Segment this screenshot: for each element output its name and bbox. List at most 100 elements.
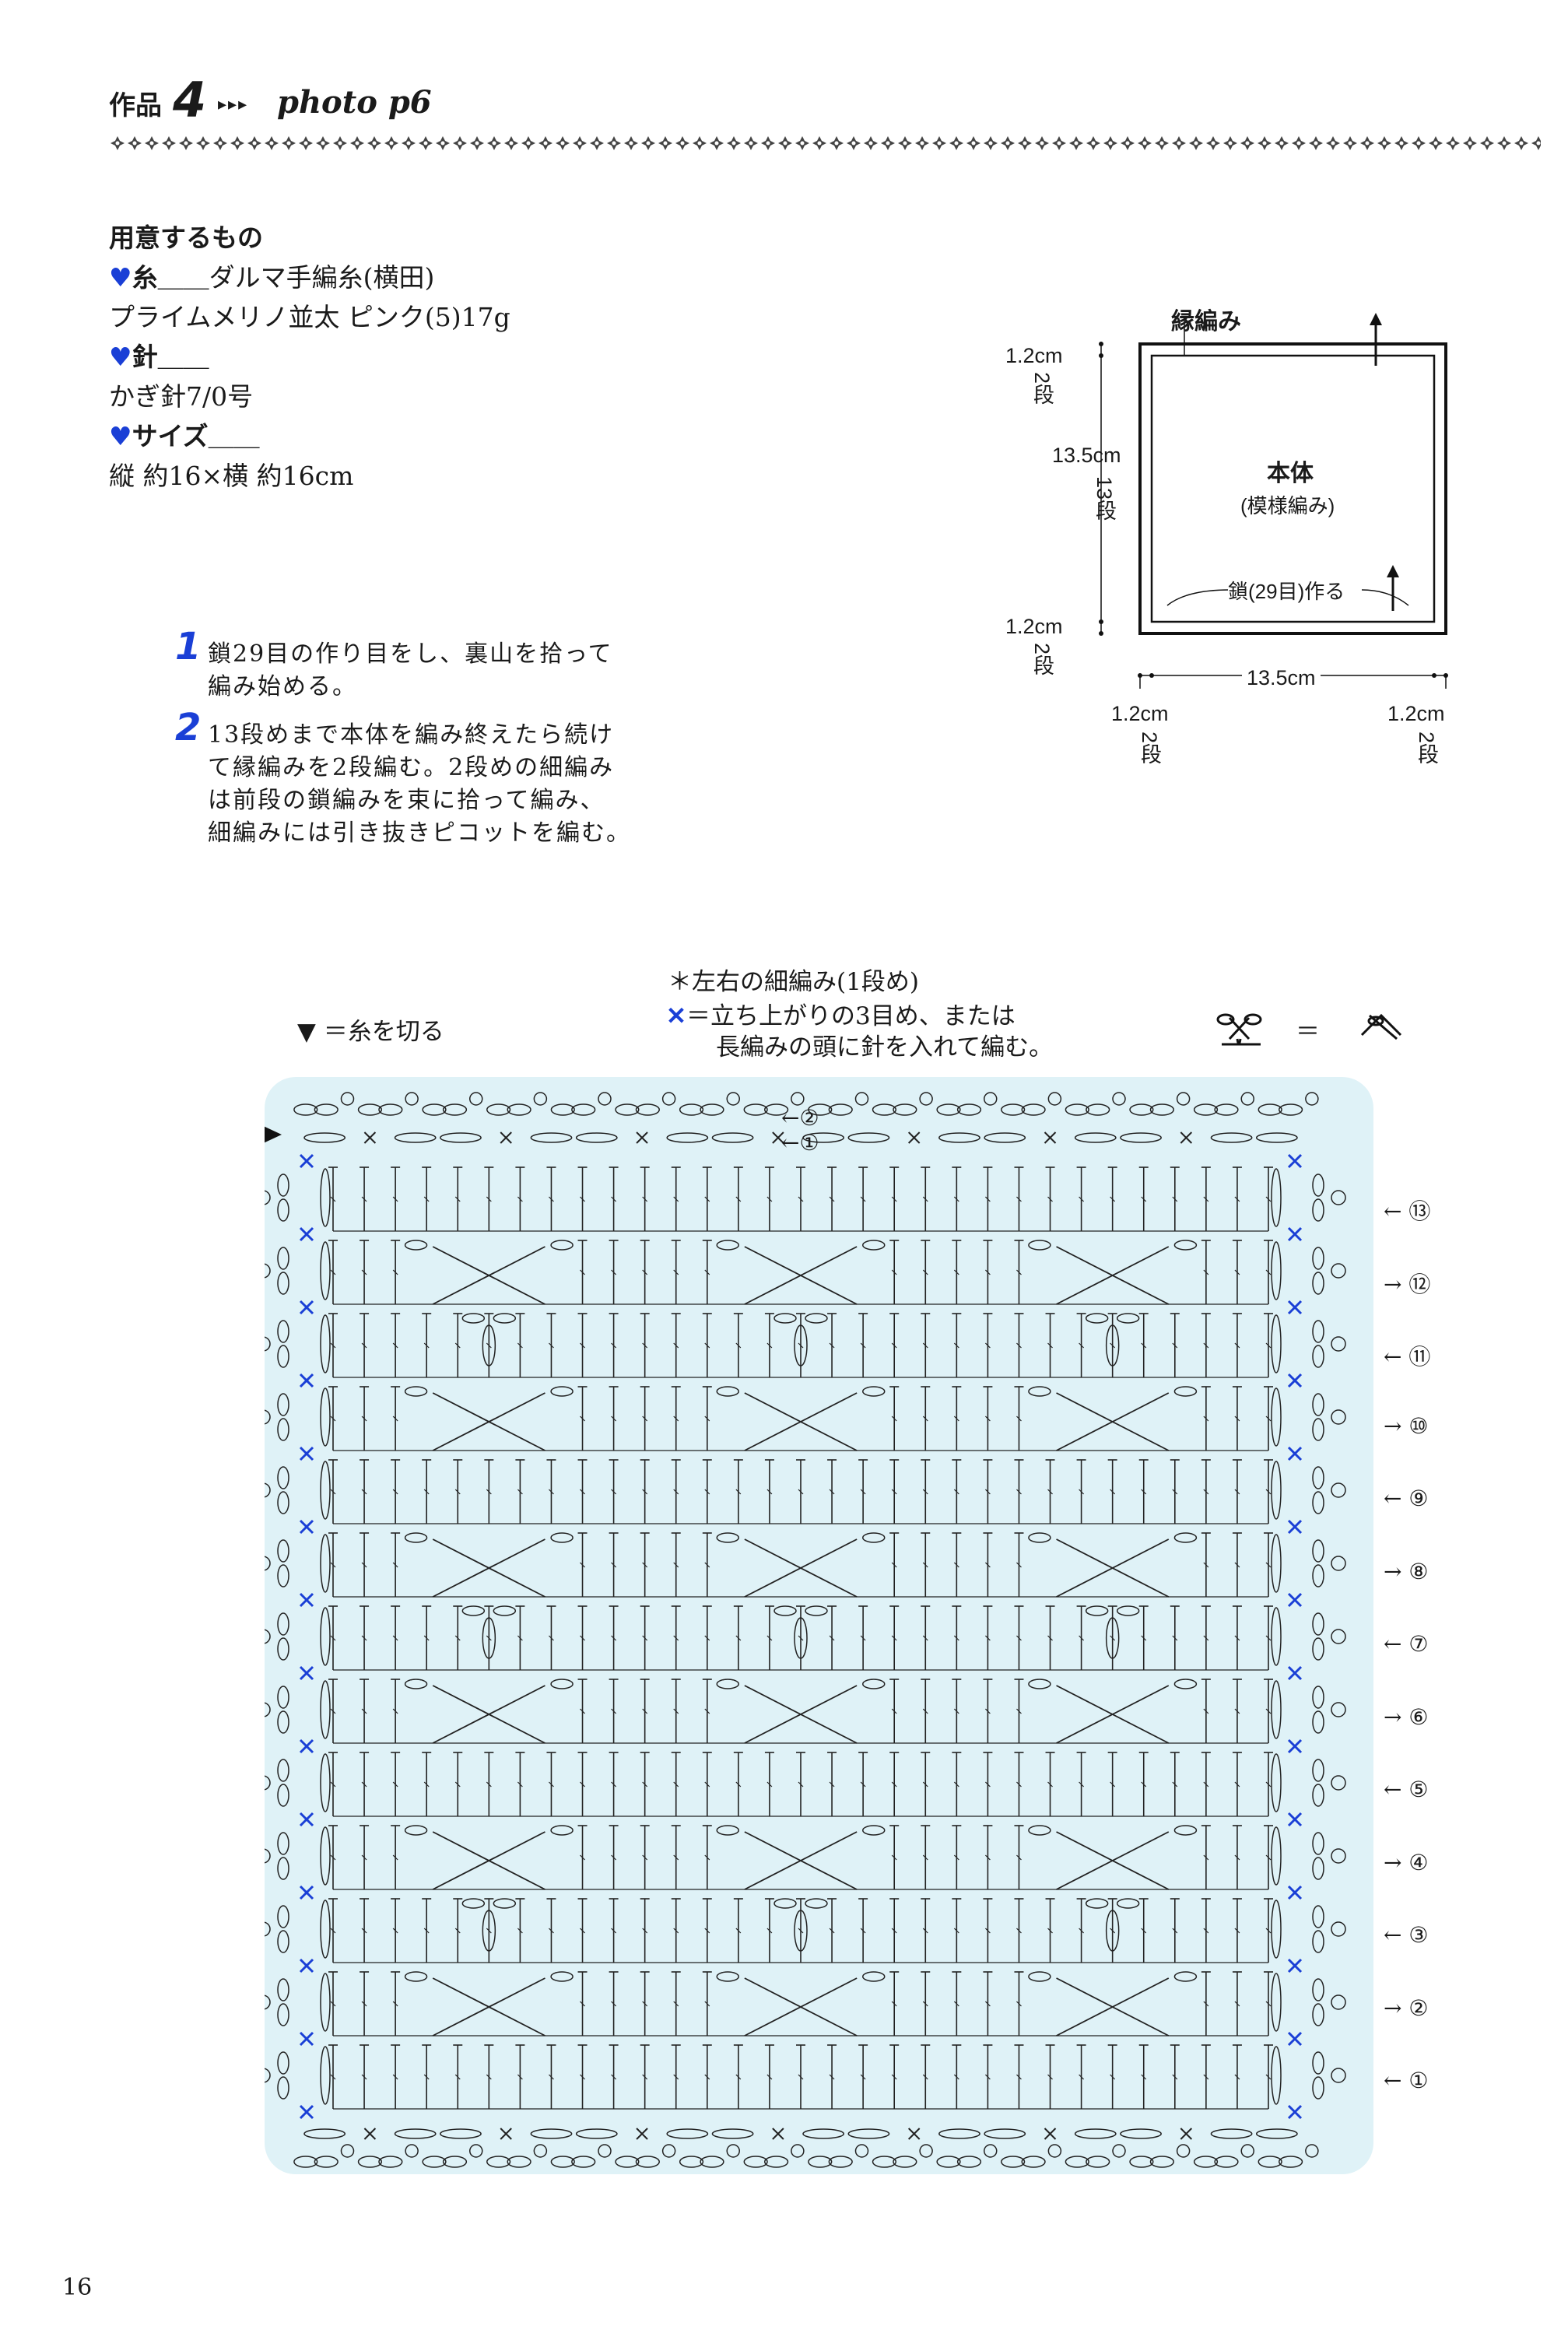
stitch-mark	[922, 1781, 928, 1787]
stitch-mark	[486, 1928, 492, 1934]
row-label: → ⑧	[1384, 1558, 1429, 1584]
edge-row2-bottom-picot	[919, 2144, 933, 2158]
stitch-mark	[1110, 1928, 1116, 1934]
stitch-mark	[454, 1635, 461, 1641]
chain-stitch	[1116, 1313, 1140, 1324]
stitch-mark	[984, 1416, 991, 1422]
chain-stitch	[716, 1240, 739, 1251]
side-outer-chain	[1312, 1174, 1324, 1197]
dim-mid: 13.5cm	[1052, 444, 1121, 467]
stitch-mark	[953, 1416, 959, 1422]
stitch-mark	[891, 1342, 897, 1349]
row-label: ← ⑤	[1384, 1777, 1429, 1802]
side-outer-chain	[277, 1466, 289, 1489]
edge-row2-top-picot	[791, 1092, 805, 1106]
stitch-mark	[953, 1708, 959, 1714]
side-outer-chain	[1312, 1198, 1324, 1222]
chain-stitch	[404, 1825, 428, 1836]
popcorn-stitch	[794, 1617, 808, 1659]
arrow-right-icon: →	[1384, 1994, 1409, 2021]
blue-single-crochet-icon	[1287, 1519, 1303, 1535]
chain-stitch	[404, 1240, 428, 1251]
stitch-mark	[891, 1269, 897, 1275]
edge-row1-top-single-crochet	[1044, 1131, 1057, 1144]
row-label: ← ⑬	[1384, 1198, 1431, 1224]
chain-stitch	[461, 1605, 486, 1616]
chain-stitch	[862, 1825, 886, 1836]
chain-stitch	[493, 1605, 517, 1616]
stitch-mark	[361, 1416, 367, 1422]
stitch-mark	[1265, 1196, 1272, 1202]
edge-row1-bottom-single-crochet	[772, 2128, 784, 2140]
heart-icon: ♥	[109, 421, 132, 451]
chain-stitch	[862, 1386, 886, 1397]
step-text: 細編みには引き抜きピコットを編む。	[208, 819, 631, 847]
edge-row2-top-chain	[700, 1103, 724, 1116]
chain-stitch	[404, 1386, 428, 1397]
stitch-mark	[1047, 1489, 1053, 1495]
stitch-mark	[953, 1854, 959, 1861]
stitch-mark	[330, 2074, 336, 2080]
side-outer-chain	[277, 2076, 289, 2100]
chain-stitch	[1173, 1240, 1198, 1251]
edge-row2-bottom-chain	[700, 2156, 724, 2168]
stitch-mark	[1141, 1635, 1147, 1641]
side-picot	[1331, 1482, 1346, 1498]
side-outer-chain	[1312, 1686, 1324, 1709]
stitch-mark	[423, 1489, 430, 1495]
materials-title: 用意するもの	[109, 223, 263, 253]
stitch-mark	[1016, 2074, 1022, 2080]
page-number: 16	[62, 2274, 93, 2301]
stitch-mark	[330, 1342, 336, 1349]
chain-curve	[1361, 589, 1409, 606]
side-outer-chain	[277, 1930, 289, 1953]
stitch-mark	[549, 1928, 554, 1934]
crossed-stitch	[432, 1831, 545, 1890]
stitch-mark	[798, 1635, 804, 1641]
stitch-mark	[1234, 1781, 1240, 1787]
stitch-mark	[361, 2001, 367, 2007]
chain-stitch	[1085, 1898, 1109, 1909]
arrow-left-icon: ←	[1384, 1922, 1409, 1948]
crossed-stitch	[432, 1246, 545, 1305]
stitch-mark	[891, 1854, 897, 1861]
stitch-mark	[1234, 1635, 1240, 1641]
stitch-mark	[486, 1196, 492, 1202]
stitch-mark	[1079, 1489, 1085, 1495]
stitch-mark	[517, 1342, 523, 1349]
edge-row2-top-chain	[1021, 1103, 1046, 1116]
blue-single-crochet-icon	[1287, 1373, 1303, 1388]
edge-row2-top-chain	[1001, 1103, 1026, 1116]
stitch-mark	[361, 1489, 367, 1495]
stitch-mark	[361, 1196, 367, 1202]
edge-row2-top-picot	[1047, 1092, 1062, 1106]
blue-single-crochet-icon	[1287, 1446, 1303, 1461]
arrow-left-icon: ←	[781, 1105, 800, 1131]
stitch-mark	[1141, 1196, 1147, 1202]
stitch-mark	[361, 1342, 367, 1349]
chain-stitch	[493, 1313, 517, 1324]
edge-row1-bottom-chain	[938, 2128, 980, 2139]
popcorn-stitch	[1105, 1617, 1120, 1659]
stitch-mark	[392, 1196, 398, 1202]
stitch-mark	[984, 1781, 991, 1787]
stitch-mark	[860, 2074, 866, 2080]
header-label: 作品	[109, 90, 162, 121]
stitch-mark	[1079, 1635, 1085, 1641]
stitch-mark	[1172, 1489, 1178, 1495]
crossed-stitch	[432, 1977, 545, 2037]
stitch-mark	[1203, 1342, 1209, 1349]
edge-row1-bottom-chain	[711, 2128, 754, 2139]
side-chain	[320, 1826, 331, 1886]
stitch-mark	[673, 1928, 679, 1934]
edge-row2-top-chain	[1214, 1103, 1239, 1116]
popcorn-stitch	[794, 1324, 808, 1366]
side-picot	[1331, 1994, 1346, 2010]
stitch-mark	[392, 1928, 398, 1934]
stitch-mark	[1110, 1781, 1116, 1787]
stitch-mark	[392, 1489, 398, 1495]
edge-row2-top-chain	[936, 1103, 961, 1116]
edge-row2-bottom-chain	[763, 2156, 789, 2168]
chain-stitch	[1028, 1679, 1051, 1689]
stitch-mark	[984, 1342, 991, 1349]
